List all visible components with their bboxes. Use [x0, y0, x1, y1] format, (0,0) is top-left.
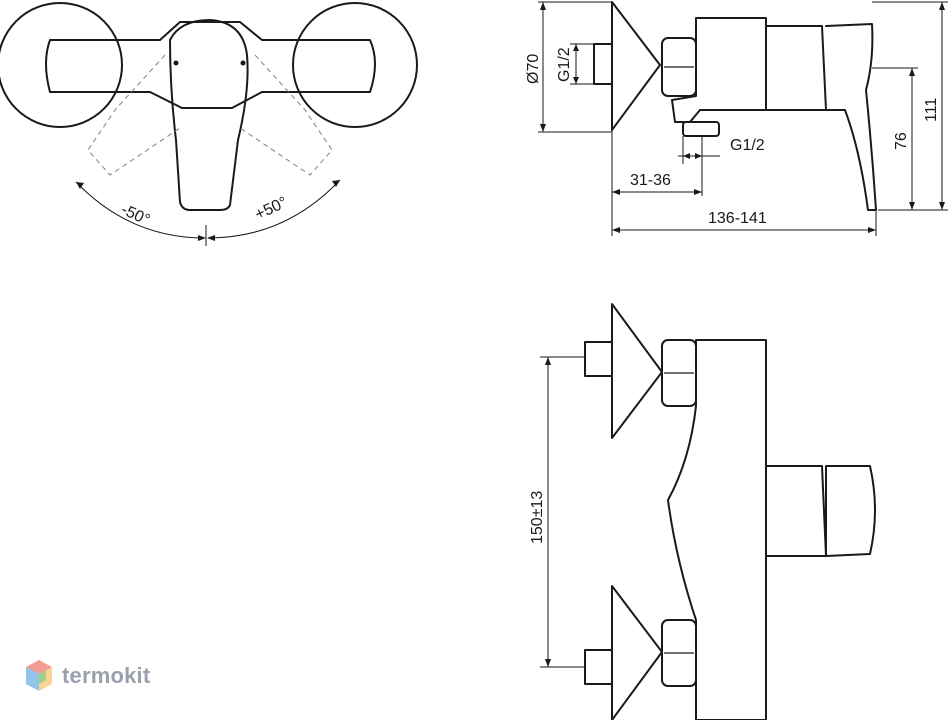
angle-arc-right — [207, 179, 341, 239]
side-inlet-nipple — [593, 43, 613, 85]
right-flange-circle — [292, 2, 418, 128]
lever-rotated-left — [87, 54, 181, 176]
arrow — [612, 189, 620, 195]
dim-diameter-label: Ø70 — [525, 54, 542, 84]
front-body — [667, 339, 767, 720]
arrow — [868, 227, 876, 233]
angle-label-right: +50° — [253, 194, 291, 224]
arrow — [939, 202, 945, 210]
lever-handle-top — [169, 19, 249, 211]
arrow — [540, 124, 546, 132]
side-body — [671, 17, 767, 123]
side-outlet — [682, 121, 720, 137]
arrow — [545, 357, 551, 365]
side-view: Ø70 G1/2 G1/2 31-36 136-141 76 — [525, 1, 948, 236]
dim-total-height-label: 111 — [923, 98, 940, 122]
front-upper-flange — [611, 303, 663, 439]
side-lever-handle — [825, 23, 877, 211]
arrow — [695, 153, 702, 159]
dim-outlet-thread-label: G1/2 — [730, 137, 765, 154]
left-flange-circle — [0, 2, 123, 128]
arrow — [694, 189, 702, 195]
side-cartridge — [765, 25, 827, 111]
arrow — [207, 235, 215, 241]
logo-cube-icon — [26, 660, 52, 691]
arrow — [573, 44, 579, 51]
lever-rotated-right — [239, 54, 333, 176]
dim-inlet-spacing-label: 150±13 — [529, 491, 546, 544]
arrow — [540, 2, 546, 10]
arrow — [939, 2, 945, 10]
front-upper-nipple — [584, 341, 613, 377]
arrow — [198, 235, 206, 241]
lever-screw-right — [240, 60, 246, 66]
mixer-body-top — [45, 21, 376, 109]
side-wall-flange — [611, 1, 661, 131]
arrow — [909, 68, 915, 76]
dim-handle-height-label: 76 — [893, 132, 910, 150]
front-lower-nipple — [584, 649, 613, 685]
arrow — [76, 182, 84, 189]
lever-screw-left — [173, 60, 179, 66]
arrow — [332, 180, 340, 187]
angle-arc-left — [75, 181, 206, 239]
front-lower-flange — [611, 585, 663, 720]
arrow — [683, 153, 690, 159]
angle-label-left: -50° — [118, 201, 152, 229]
top-view: -50° +50° — [0, 2, 418, 246]
front-lever-handle — [825, 465, 876, 557]
dim-total-depth-label: 136-141 — [708, 210, 767, 227]
arrow — [573, 77, 579, 84]
arrow — [612, 227, 620, 233]
termokit-logo: termokit — [24, 656, 150, 696]
front-cartridge — [765, 465, 827, 557]
front-view: 150±13 — [529, 303, 876, 720]
dim-inlet-thread-label: G1/2 — [556, 47, 573, 82]
arrow — [545, 659, 551, 667]
arrow — [909, 202, 915, 210]
dim-inlet-depth-label: 31-36 — [630, 172, 671, 189]
logo-text: termokit — [62, 663, 151, 688]
